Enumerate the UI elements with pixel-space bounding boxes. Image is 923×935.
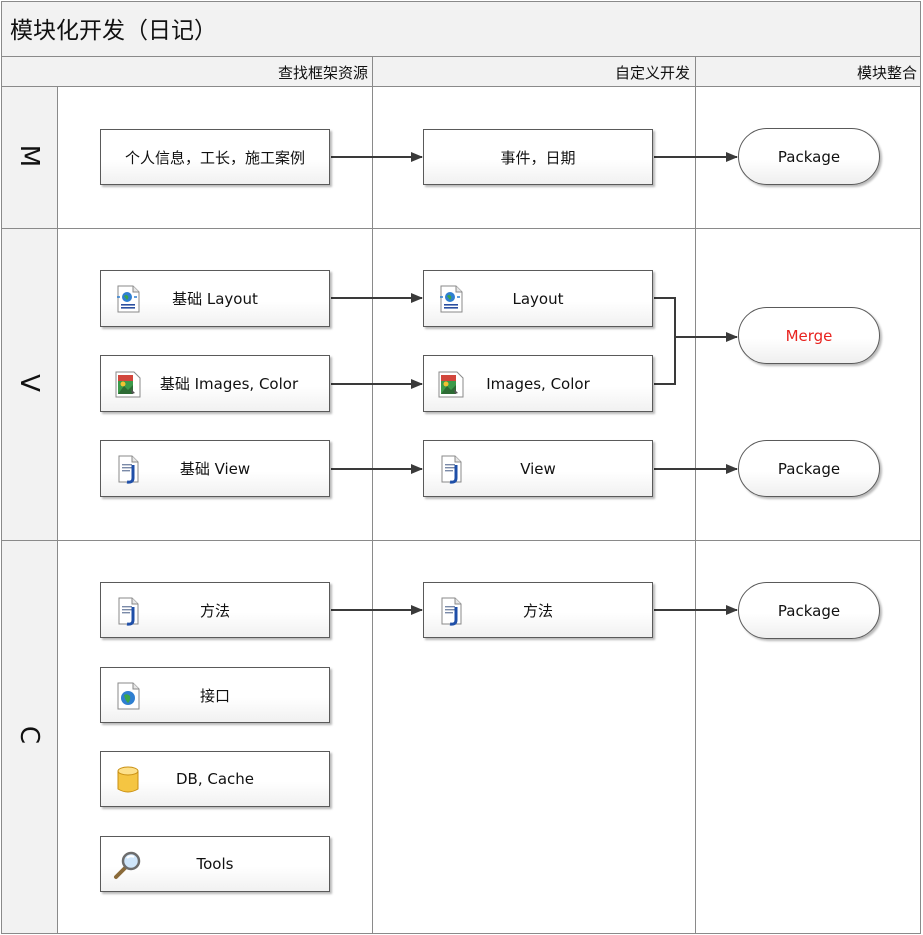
process-label: 个人信息，工长，施工案例 — [124, 148, 305, 167]
process-box-v-layout-base[interactable]: 基础 Layout — [100, 270, 330, 327]
process-label: 基础 View — [179, 460, 251, 478]
terminal-m-package[interactable]: Package — [738, 128, 880, 185]
terminal-label: Package — [777, 147, 841, 166]
terminal-label: Package — [777, 601, 841, 620]
process-box-v-images-custom[interactable]: Images, Color — [423, 355, 653, 412]
column-divider — [695, 57, 696, 934]
connector-merge-bracket — [654, 297, 676, 385]
terminal-v-package[interactable]: Package — [738, 440, 880, 497]
column-header-find-resources: 查找框架资源 — [277, 64, 368, 82]
process-box-c-method-custom[interactable]: 方法 — [423, 582, 653, 638]
process-label: Images, Color — [486, 374, 590, 393]
process-label: Tools — [196, 855, 234, 873]
process-label: 事件，日期 — [500, 148, 576, 167]
web-page-icon — [440, 285, 463, 313]
lane-label-cell-c — [1, 541, 58, 933]
globe-page-icon — [117, 682, 140, 710]
image-file-icon — [438, 371, 464, 398]
magnifier-icon — [114, 851, 141, 879]
process-box-c-tools[interactable]: Tools — [100, 836, 330, 892]
process-box-c-interface[interactable]: 接口 — [100, 667, 330, 723]
column-divider — [372, 57, 373, 934]
process-box-m-resource[interactable]: 个人信息，工长，施工案例 — [100, 129, 330, 185]
process-label: View — [520, 459, 556, 478]
process-box-v-layout-custom[interactable]: Layout — [423, 270, 653, 327]
database-icon — [117, 766, 139, 793]
process-label: 方法 — [522, 601, 553, 620]
lane-divider — [1, 228, 921, 229]
process-label: 接口 — [199, 686, 230, 705]
java-file-icon — [118, 597, 139, 626]
process-label: 方法 — [199, 601, 230, 620]
diagram-right-border — [920, 57, 921, 934]
process-box-c-db-cache[interactable]: DB, Cache — [100, 751, 330, 807]
column-header-row — [1, 57, 921, 87]
java-file-icon — [118, 455, 139, 484]
column-header-module-integration: 模块整合 — [856, 64, 917, 82]
diagram-title: 模块化开发（日记） — [10, 18, 217, 44]
process-box-v-images-base[interactable]: 基础 Images, Color — [100, 355, 330, 412]
process-label: DB, Cache — [175, 770, 255, 788]
column-header-custom-dev: 自定义开发 — [614, 64, 690, 82]
image-file-icon — [115, 371, 141, 398]
process-label: 基础 Layout — [172, 290, 258, 308]
web-page-icon — [117, 285, 140, 313]
diagram-title-bar — [1, 1, 921, 57]
java-file-icon — [441, 597, 462, 626]
process-box-m-custom[interactable]: 事件，日期 — [423, 129, 653, 185]
process-box-c-method-base[interactable]: 方法 — [100, 582, 330, 638]
diagram-bottom-border — [1, 933, 921, 934]
lane-label-cell-v — [1, 229, 58, 541]
process-box-v-view-base[interactable]: 基础 View — [100, 440, 330, 497]
java-file-icon — [441, 455, 462, 484]
lane-label-cell-m — [1, 87, 58, 229]
terminal-label-merge: Merge — [785, 326, 833, 345]
process-label: 基础 Images, Color — [159, 375, 299, 393]
lane-divider — [1, 540, 921, 541]
terminal-v-merge[interactable]: Merge — [738, 307, 880, 364]
process-label: Layout — [512, 289, 564, 308]
process-box-v-view-custom[interactable]: View — [423, 440, 653, 497]
terminal-c-package[interactable]: Package — [738, 582, 880, 639]
terminal-label: Package — [777, 459, 841, 478]
